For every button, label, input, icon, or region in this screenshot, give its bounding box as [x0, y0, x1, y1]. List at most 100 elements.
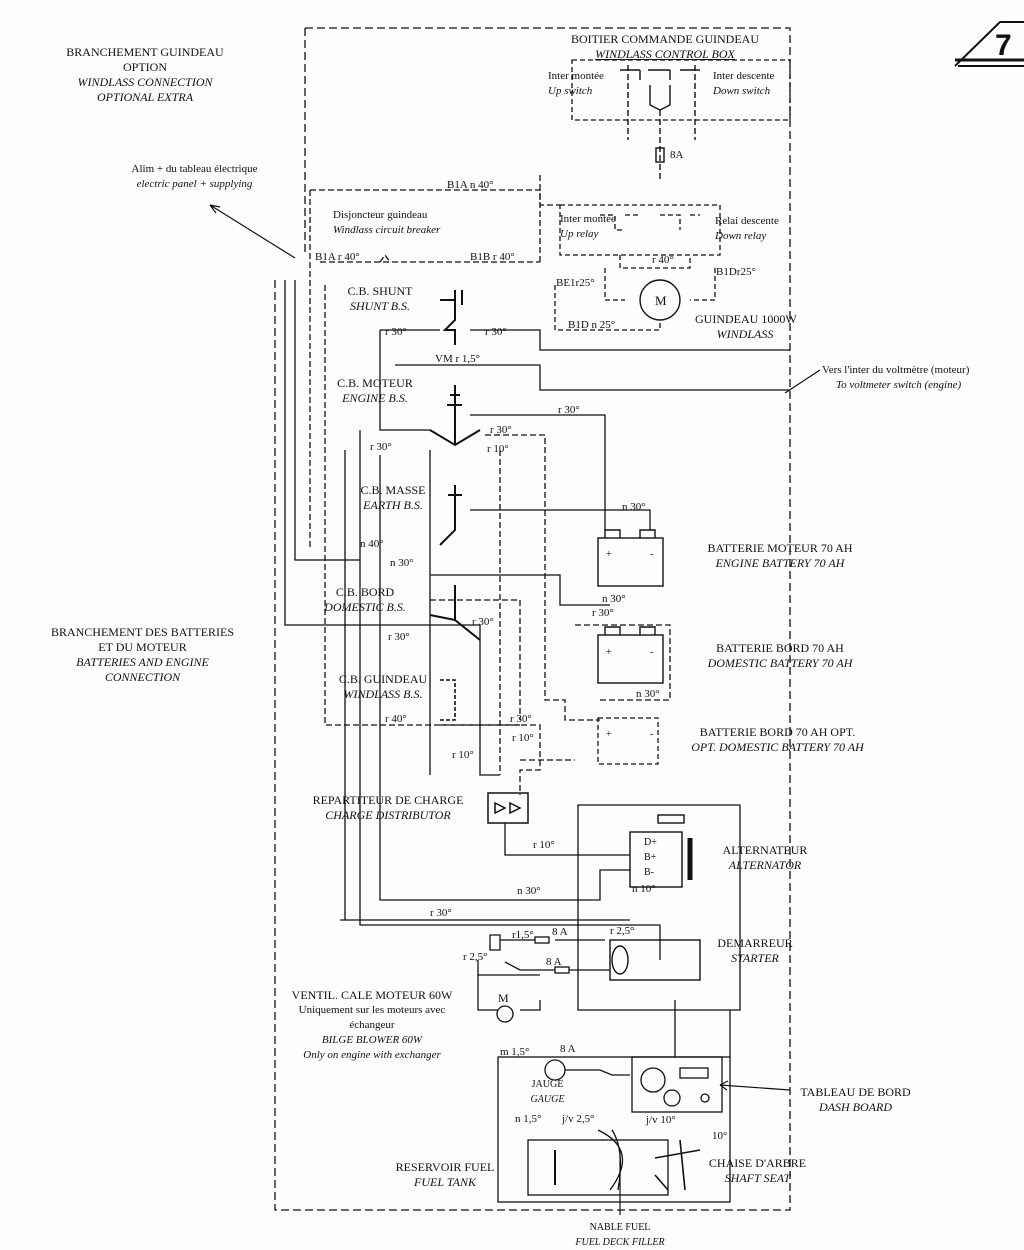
wire-label: 8 A	[552, 926, 568, 938]
wire-label: n 10°	[632, 883, 656, 895]
wire-label: j/v 2,5°	[562, 1113, 595, 1125]
wire-label: 8 A	[546, 956, 562, 968]
cb-earth-symbol	[439, 485, 462, 546]
wire-label: r 30°	[592, 607, 614, 619]
wire-label: 8A	[670, 149, 684, 161]
battery-opt-label: BATTERIE BORD 70 AH OPT. OPT. DOMESTIC B…	[691, 725, 864, 754]
fuel-tank-label: RESERVOIR FUEL FUEL TANK	[395, 1160, 495, 1189]
battery-domestic-label: BATTERIE BORD 70 AH DOMESTIC BATTERY 70 …	[707, 641, 853, 670]
wire-label: n 30°	[622, 501, 646, 513]
wire-label: r 30°	[558, 404, 580, 416]
svg-text:+: +	[606, 729, 612, 740]
battery-opt-symbol	[597, 717, 659, 765]
windlass-motor-symbol: M	[655, 293, 667, 308]
svg-text:-: -	[650, 647, 653, 658]
battery-engine-symbol	[597, 529, 664, 587]
wire-label: n 1,5°	[515, 1113, 542, 1125]
svg-text:-: -	[650, 549, 653, 560]
wire-label: j/v 10°	[646, 1114, 676, 1126]
alternator-label: ALTERNATEUR ALTERNATOR	[722, 843, 808, 872]
svg-text:-: -	[650, 729, 653, 740]
cb-windlass-label: C.B. GUINDEAU WINDLASS B.S.	[338, 672, 428, 701]
cb-domestic-label: C.B. BORD DOMESTIC B.S.	[324, 585, 406, 614]
windlass-cb-label: Disjoncteur guindeau Windlass circuit br…	[333, 209, 441, 236]
bilge-blower-motor: M	[496, 991, 514, 1023]
charge-distributor-symbol	[487, 792, 529, 824]
wire-label: BE1r25°	[556, 277, 595, 289]
control-box	[571, 59, 791, 121]
wire-label: r 30°	[388, 631, 410, 643]
svg-text:+: +	[606, 549, 612, 560]
windlass-option-frame	[305, 27, 791, 340]
battery-engine-label: BATTERIE MOTEUR 70 AH ENGINE BATTERY 70 …	[707, 541, 853, 570]
panel-supply-label: Alim + du tableau électrique electric pa…	[131, 163, 258, 190]
wire-label: n 40°	[360, 538, 384, 550]
wire-label: r 10°	[452, 749, 474, 761]
windlass-motor: M	[639, 279, 681, 321]
down-switch-label: Inter descente Down switch	[713, 70, 775, 97]
wire-label: 10°	[712, 1130, 728, 1142]
charge-distributor-label: REPARTITEUR DE CHARGE CHARGE DISTRIBUTOR	[312, 793, 464, 822]
starter-label: DEMARREUR STARTER	[717, 936, 793, 965]
down-relay-label: Relai descente Down relay	[715, 215, 779, 242]
up-relay-label: Inter montée Up relay	[560, 213, 616, 240]
wire-label: r 40°	[652, 254, 674, 266]
wire-label: m 1,5°	[500, 1046, 530, 1058]
alternator-symbol	[629, 814, 693, 888]
wire-label: r 2,5°	[610, 925, 635, 937]
shaft-seat-symbol	[654, 1139, 701, 1191]
shaft-seat-label: CHAISE D'ARBRE SHAFT SEAT	[708, 1156, 807, 1185]
windlass-motor-label: GUINDEAU 1000W WINDLASS	[695, 312, 797, 341]
alternator-terminal-d-plus: D+	[644, 837, 657, 848]
wire-label: r 40°	[385, 713, 407, 725]
cb-engine-symbol	[429, 385, 481, 447]
battery-domestic-symbol	[597, 626, 664, 684]
voltmeter-label: Vers l'inter du voltmètre (moteur) To vo…	[822, 364, 970, 391]
svg-text:+: +	[606, 647, 612, 658]
wire-label: B1A n 40°	[447, 179, 494, 191]
wire-label: n 30°	[390, 557, 414, 569]
cb-engine-label: C.B. MOTEUR ENGINE B.S.	[337, 376, 413, 405]
wire-label: B1A r 40°	[315, 251, 360, 263]
wire-label: 8 A	[560, 1043, 576, 1055]
wire-label: n 30°	[636, 688, 660, 700]
windlass-option-label: BRANCHEMENT GUINDEAU OPTION WINDLASS CON…	[66, 45, 224, 104]
alternator-terminal-b-plus: B+	[644, 852, 657, 863]
main-frame	[274, 280, 791, 1211]
wire-label: r 30°	[472, 616, 494, 628]
wire-label: r 30°	[430, 907, 452, 919]
wire-label: B1Dr25°	[716, 266, 756, 278]
cb-shunt-symbol	[440, 290, 463, 345]
wire-label: r 30°	[485, 326, 507, 338]
wire-label: r 10°	[533, 839, 555, 851]
cb-domestic-symbol	[429, 585, 481, 641]
wire-label: r 30°	[490, 424, 512, 436]
fuel-filler-label: NABLE FUEL FUEL DECK FILLER	[575, 1222, 665, 1248]
up-switch-label: Inter montée Up switch	[548, 70, 604, 97]
dash-board-label: TABLEAU DE BORD DASH BOARD	[800, 1085, 911, 1114]
cb-earth-label: C.B. MASSE EARTH B.S.	[360, 483, 426, 512]
batteries-connection-label: BRANCHEMENT DES BATTERIES ET DU MOTEUR B…	[50, 625, 235, 684]
wire-label: n 30°	[602, 593, 626, 605]
wire-label: B1B r 40°	[470, 251, 515, 263]
wire-label: r 10°	[512, 732, 534, 744]
wire-label: r1,5°	[512, 929, 534, 941]
starter-symbol	[609, 939, 701, 981]
page-number-tab	[954, 21, 1024, 67]
page-number: 7	[995, 29, 1012, 62]
wire-label: n 30°	[517, 885, 541, 897]
wire-label: r 2,5°	[463, 951, 488, 963]
bilge-blower-label: VENTIL. CALE MOTEUR 60W Uniquement sur l…	[291, 988, 453, 1061]
wire-label: r 30°	[510, 713, 532, 725]
control-box-label: BOITIER COMMANDE GUINDEAU WINDLASS CONTR…	[571, 32, 759, 61]
wire-label: r 30°	[385, 326, 407, 338]
alternator-terminal-b-minus: B-	[644, 867, 654, 878]
cb-windlass-symbol	[440, 679, 456, 721]
cb-shunt-label: C.B. SHUNT SHUNT B.S.	[347, 284, 413, 313]
wire-label: r 10°	[487, 443, 509, 455]
bilge-blower-symbol: M	[498, 991, 509, 1005]
gauge-label: JAUGE GAUGE	[530, 1079, 565, 1105]
wire-label: B1D n 25°	[568, 319, 616, 331]
wire-label: r 30°	[370, 441, 392, 453]
